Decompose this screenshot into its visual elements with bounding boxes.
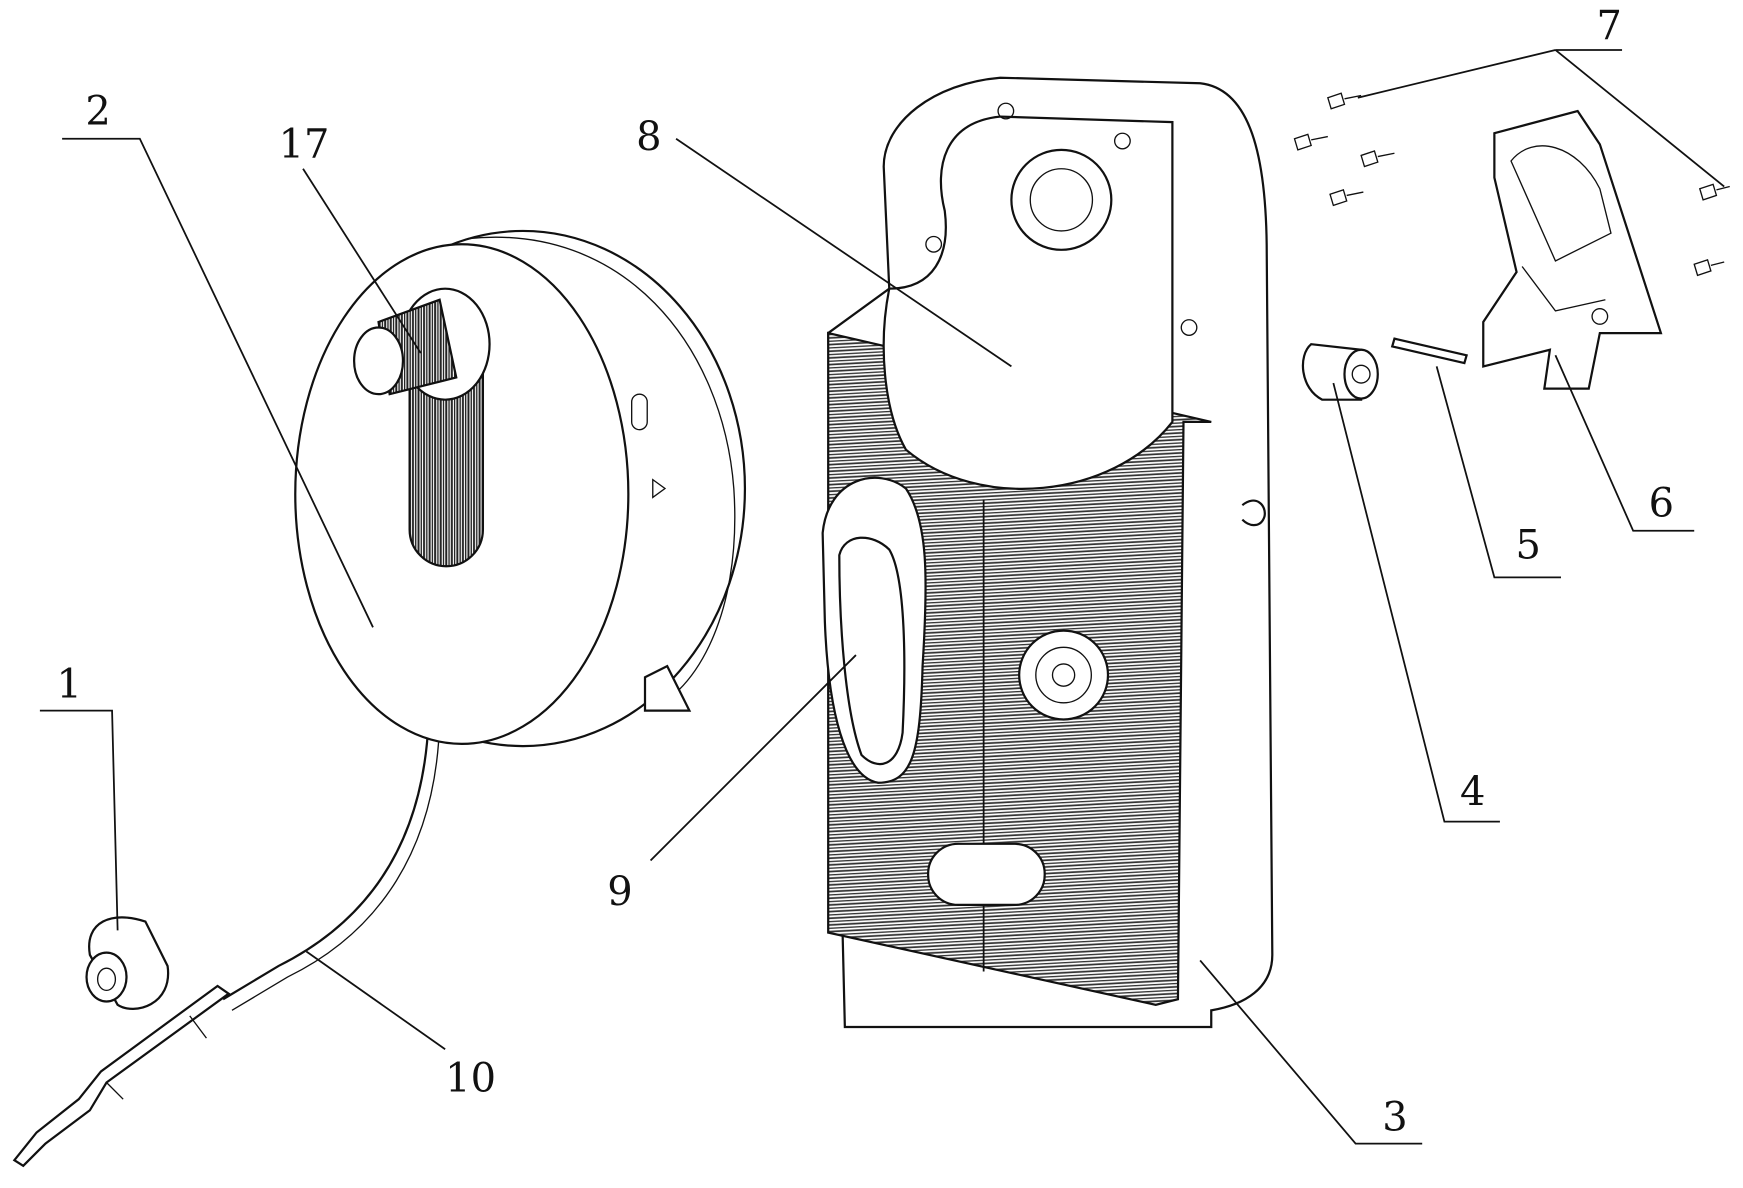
label-6: 6 (1649, 480, 1674, 526)
cable-part-10 (14, 722, 439, 1166)
leader-10 (306, 952, 445, 1050)
cap-part-1 (87, 917, 169, 1009)
bracket-part-6 (1483, 111, 1661, 389)
label-9: 9 (607, 869, 632, 915)
label-1: 1 (57, 661, 82, 707)
leader-4 (1333, 383, 1500, 822)
label-10: 10 (445, 1055, 496, 1101)
pin-part-5 (1392, 339, 1466, 363)
label-4: 4 (1460, 769, 1485, 815)
label-5: 5 (1515, 522, 1540, 568)
label-3: 3 (1382, 1094, 1407, 1140)
label-17: 17 (279, 122, 330, 168)
connector-part-4 (1303, 344, 1378, 400)
label-8: 8 (636, 114, 661, 160)
label-7: 7 (1597, 3, 1622, 49)
leader-5 (1437, 366, 1561, 577)
label-2: 2 (85, 88, 110, 134)
leader-9 (651, 655, 856, 860)
cover-disc-part-2 (295, 231, 745, 746)
leader-1 (40, 711, 118, 931)
